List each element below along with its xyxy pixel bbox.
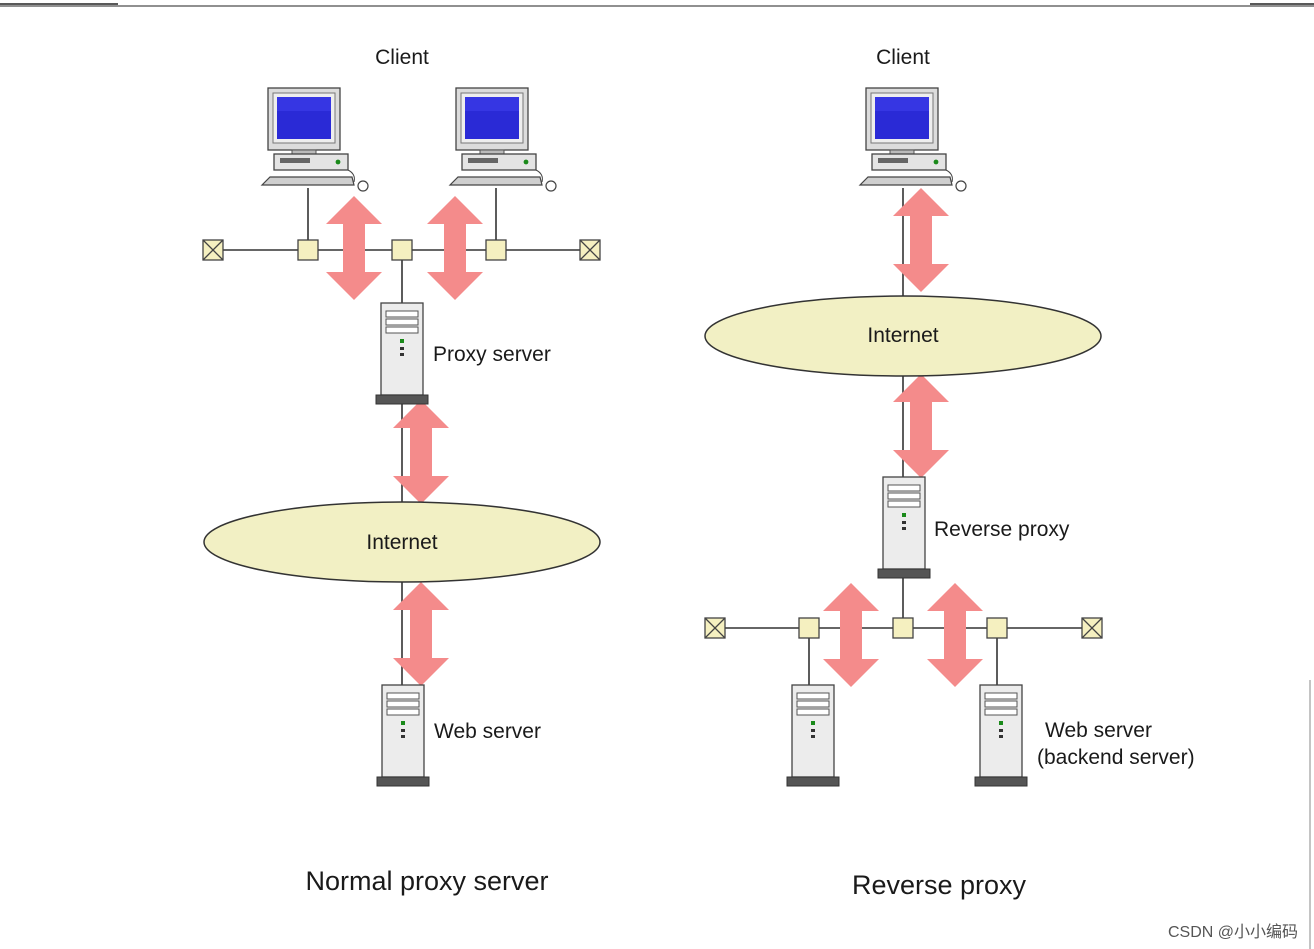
- network-node-icon: [297, 239, 319, 261]
- normal-caption: Normal proxy server: [305, 866, 548, 896]
- reverse-caption: Reverse proxy: [852, 870, 1027, 900]
- reverse-web-label-line2: (backend server): [1037, 746, 1195, 769]
- network-node-icon: [892, 617, 914, 639]
- computer-icon: [449, 87, 557, 192]
- internet-cloud: [203, 501, 601, 583]
- server-icon: [376, 684, 430, 787]
- network-node-icon: [798, 617, 820, 639]
- computer-icon: [859, 87, 967, 192]
- network-terminator-icon: [1081, 617, 1103, 639]
- normal-web-label: Web server: [434, 720, 541, 743]
- bidirectional-arrow-icon: [427, 196, 483, 300]
- normal-internet-label: Internet: [366, 531, 437, 554]
- bidirectional-arrow-icon: [326, 196, 382, 300]
- computer-icon: [261, 87, 369, 192]
- server-icon: [974, 684, 1028, 787]
- server-icon: [786, 684, 840, 787]
- network-terminator-icon: [579, 239, 601, 261]
- bidirectional-arrow-icon: [893, 374, 949, 478]
- normal-proxy-label: Proxy server: [433, 343, 551, 366]
- reverse-web-label-line1: Web server: [1045, 719, 1152, 742]
- reverse-client-label: Client: [876, 46, 930, 69]
- watermark: CSDN @小小编码: [1168, 923, 1298, 941]
- network-terminator-icon: [202, 239, 224, 261]
- network-node-icon: [391, 239, 413, 261]
- server-icon: [375, 302, 429, 405]
- normal-proxy-diagram: Client Proxy server Internet Web server …: [202, 46, 601, 896]
- reverse-proxy-label: Reverse proxy: [934, 518, 1070, 541]
- internet-cloud: [704, 295, 1102, 377]
- reverse-proxy-diagram: Client Internet Reverse proxy Web server…: [704, 46, 1195, 900]
- bidirectional-arrow-icon: [823, 583, 879, 687]
- reverse-internet-label: Internet: [867, 324, 938, 347]
- bidirectional-arrow-icon: [927, 583, 983, 687]
- network-node-icon: [986, 617, 1008, 639]
- server-icon: [877, 476, 931, 579]
- normal-client-label: Client: [375, 46, 429, 69]
- network-terminator-icon: [704, 617, 726, 639]
- network-node-icon: [485, 239, 507, 261]
- bidirectional-arrow-icon: [893, 188, 949, 292]
